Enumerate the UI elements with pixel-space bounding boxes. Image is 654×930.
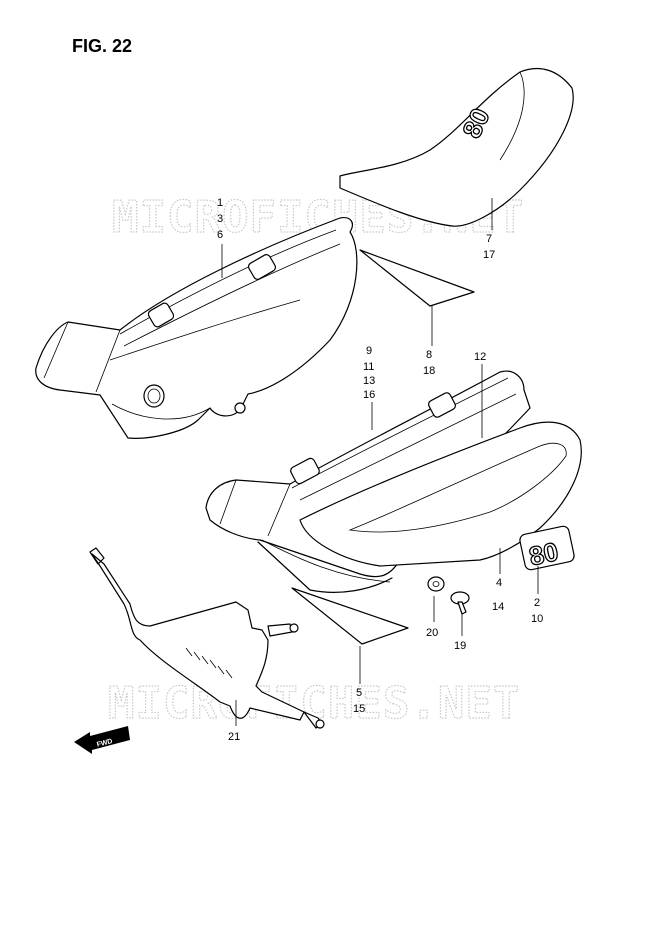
svg-text:7: 7 xyxy=(486,233,492,245)
callout-2-10: 2 10 xyxy=(531,597,543,625)
callout-20: 20 xyxy=(426,627,438,639)
svg-text:12: 12 xyxy=(474,351,486,363)
figure-title: FIG. 22 xyxy=(72,36,132,56)
svg-text:16: 16 xyxy=(363,389,375,401)
callout-5-15: 5 15 xyxy=(353,687,365,715)
svg-text:19: 19 xyxy=(454,640,466,652)
svg-text:18: 18 xyxy=(423,365,435,377)
screw-part xyxy=(450,591,470,615)
svg-text:3: 3 xyxy=(217,213,223,225)
svg-text:10: 10 xyxy=(531,613,543,625)
callout-7-17: 7 17 xyxy=(483,233,495,261)
callout-19: 19 xyxy=(454,640,466,652)
fwd-direction-marker: FWD xyxy=(74,726,130,754)
svg-text:1: 1 xyxy=(217,197,223,209)
svg-text:4: 4 xyxy=(496,577,502,589)
svg-text:20: 20 xyxy=(426,627,438,639)
triangle-decal-lower xyxy=(291,587,409,645)
frame-cover-bracket-part xyxy=(89,547,325,729)
callout-9-11-13-16: 9 11 13 16 xyxy=(363,345,375,401)
svg-text:8: 8 xyxy=(426,349,432,361)
callout-1-3-6: 1 3 6 xyxy=(217,197,223,241)
washer-part xyxy=(427,576,445,592)
svg-text:5: 5 xyxy=(356,687,362,699)
callout-12: 12 xyxy=(474,351,486,363)
left-frame-cover-part xyxy=(35,217,358,439)
emblem-80-part: 80 xyxy=(519,525,575,572)
callout-4-14: 4 14 xyxy=(492,577,504,613)
svg-text:11: 11 xyxy=(363,361,374,373)
callout-8-18: 8 18 xyxy=(423,349,435,377)
fwd-label: FWD xyxy=(96,738,113,749)
triangle-decal-upper xyxy=(359,249,475,307)
callout-21: 21 xyxy=(228,731,240,743)
svg-text:9: 9 xyxy=(366,345,372,357)
side-emblem-80: 80 xyxy=(526,536,561,571)
svg-text:21: 21 xyxy=(228,731,240,743)
right-cover-lower-panel-part xyxy=(299,421,582,567)
svg-text:14: 14 xyxy=(492,601,504,613)
svg-text:15: 15 xyxy=(353,703,365,715)
svg-text:6: 6 xyxy=(217,229,223,241)
right-frame-cover-part xyxy=(205,370,531,593)
svg-text:17: 17 xyxy=(483,249,495,261)
tail-number-plate-part: 80 xyxy=(339,67,574,227)
callout-leaders xyxy=(221,198,539,726)
svg-text:2: 2 xyxy=(534,597,540,609)
svg-text:13: 13 xyxy=(363,375,375,387)
